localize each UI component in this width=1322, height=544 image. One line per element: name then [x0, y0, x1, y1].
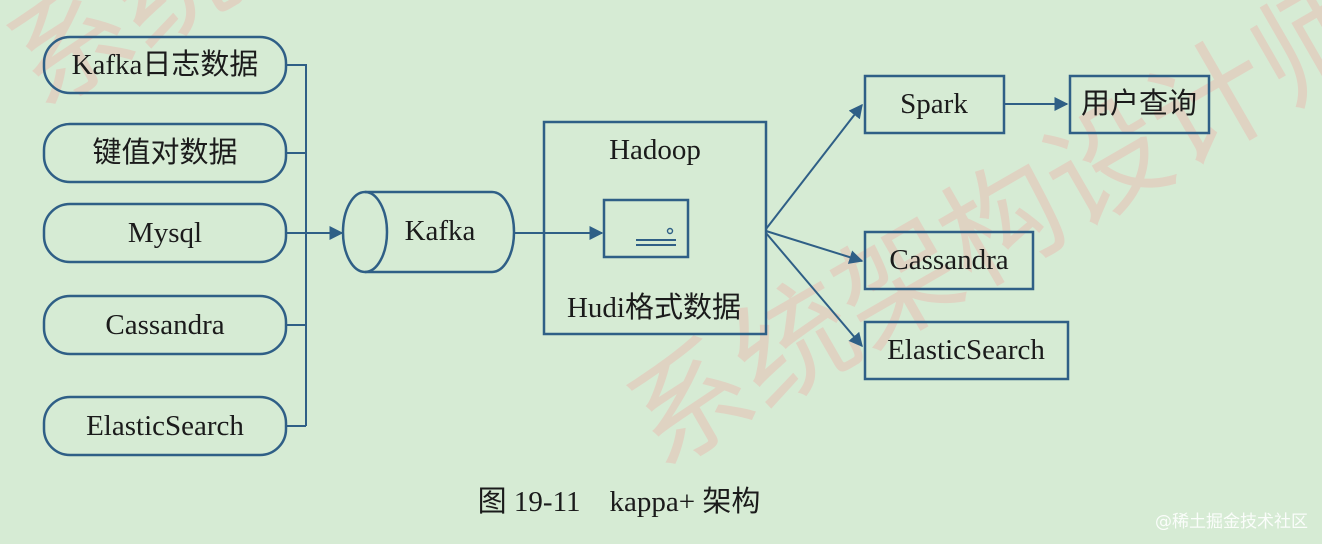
source-credit: @稀土掘金技术社区 — [1155, 512, 1308, 532]
source-label-cassandra: Cassandra — [105, 309, 224, 341]
source-label-mysql: Mysql — [128, 217, 202, 249]
elastic-sink-label: ElasticSearch — [887, 334, 1045, 366]
user-query-label: 用户查询 — [1081, 87, 1197, 120]
hadoop-container: Hadoop Hudi格式数据 — [542, 120, 768, 336]
source-label-kv: 键值对数据 — [92, 136, 237, 169]
cassandra-sink-label: Cassandra — [889, 244, 1008, 276]
cassandra-sink-box — [863, 230, 1035, 291]
kafka-queue-cylinder: Kafka — [341, 190, 516, 274]
user-query-box — [1068, 74, 1211, 135]
figure-caption: 图 19-11 kappa+ 架构 — [478, 485, 761, 518]
spark-label: Spark — [900, 88, 968, 120]
hadoop-title: Hadoop — [609, 134, 701, 166]
kafka-queue-label: Kafka — [405, 215, 476, 247]
source-list: Kafka日志数据 键值对数据 Mysql Cassandra ElasticS… — [42, 35, 288, 457]
source-label-kafka-log: Kafka日志数据 — [72, 48, 259, 81]
hudi-data-label: Hudi格式数据 — [567, 291, 741, 324]
source-label-elastic: ElasticSearch — [86, 410, 244, 442]
hudi-storage-icon — [602, 198, 690, 259]
elastic-sink-box — [863, 320, 1070, 381]
source-bracket — [286, 64, 307, 427]
arrow-hadoop-to-spark — [765, 103, 863, 230]
arrow-hadoop-to-elastic — [765, 232, 863, 348]
arrow-hadoop-to-cassandra — [765, 230, 864, 264]
